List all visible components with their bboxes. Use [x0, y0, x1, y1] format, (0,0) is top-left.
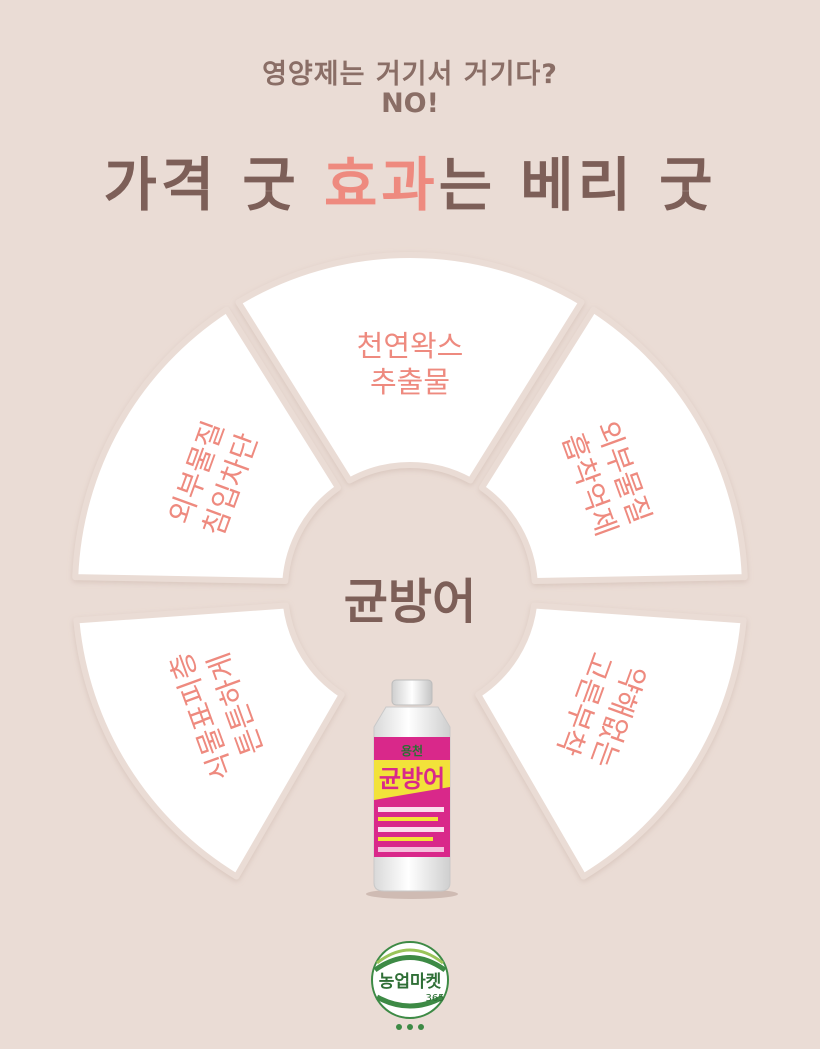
logo-number: 365	[425, 993, 444, 1004]
segment-natural-wax-line1: 천연왁스	[357, 329, 464, 363]
headline-part1: 가격 굿	[103, 151, 324, 219]
center-label: 균방어	[344, 574, 476, 630]
logo-name: 농업마켓	[379, 972, 442, 992]
leaf-icon	[396, 1024, 424, 1030]
brand-logo: 농업마켓 365	[371, 941, 449, 1030]
headline-part2: 는 베리 굿	[438, 151, 717, 219]
bottle-brand: 용천	[401, 743, 423, 758]
segment-block-intrusion	[72, 306, 342, 585]
intro-answer: NO!	[381, 88, 439, 119]
intro-question: 영양제는 거기서 거기다?	[262, 59, 558, 90]
product-bottle: 용천 균방어	[366, 679, 458, 899]
segment-adsorption	[478, 306, 748, 585]
segment-natural-wax-line2: 추출물	[370, 365, 450, 399]
segment-even-coating	[475, 602, 747, 880]
segment-natural-wax	[235, 252, 585, 484]
headline-accent: 효과	[323, 151, 439, 219]
headline: 가격 굿 효과는 베리 굿	[0, 138, 820, 222]
bottle-name: 균방어	[379, 765, 445, 793]
segment-epidermis	[73, 602, 345, 880]
